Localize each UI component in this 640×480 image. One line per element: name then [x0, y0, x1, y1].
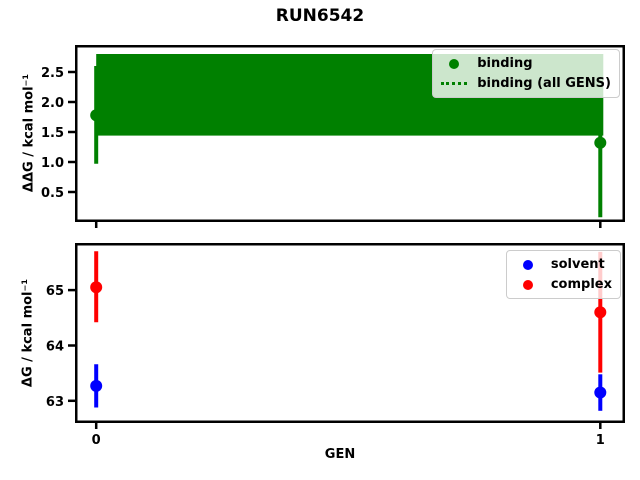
solvent-point-gen1	[594, 386, 607, 399]
free-energy-legend: solvent complex	[505, 250, 621, 299]
legend-dot-icon	[449, 58, 460, 69]
complex-marker-icon	[513, 279, 543, 290]
legend-item-solvent: solvent	[513, 257, 612, 272]
solvent-marker-icon	[513, 259, 543, 270]
legend-dot-icon	[522, 279, 533, 290]
figure-title: RUN6542	[275, 6, 365, 26]
binding-y-axis-label: ΔΔG / kcal mol⁻¹	[21, 73, 37, 193]
binding-marker-icon	[439, 58, 469, 69]
y-tick-label: 65	[46, 284, 64, 299]
legend-item-complex: complex	[513, 277, 612, 292]
free-energy-y-axis-label: ΔG / kcal mol⁻¹	[20, 278, 36, 388]
free-energy-plot-area: 63 64 65 0 1	[46, 243, 625, 448]
legend-label-complex: complex	[550, 277, 612, 292]
y-tick-label: 0.5	[41, 186, 64, 201]
complex-point-gen0	[90, 281, 103, 294]
x-tick-label: 0	[92, 433, 101, 448]
solvent-point-gen0	[90, 379, 103, 392]
legend-label-binding-all-gens: binding (all GENS)	[477, 76, 611, 91]
y-tick-label: 63	[46, 395, 64, 410]
y-tick-label: 2.5	[41, 66, 64, 81]
binding-subplot: 0.5 1.0 1.5 2.0 2.5 binding binding (all GEN…	[41, 45, 625, 228]
y-tick-label: 1.5	[41, 126, 64, 141]
legend-label-binding: binding	[477, 56, 533, 71]
free-energy-subplot: 63 64 65 0 1 solvent complex	[46, 243, 625, 448]
y-tick-label: 2.0	[41, 96, 64, 111]
y-tick-label: 64	[46, 340, 64, 355]
legend-label-solvent: solvent	[550, 257, 605, 272]
legend-item-binding: binding	[439, 56, 611, 71]
axes-frame	[75, 45, 625, 222]
x-axis-label: GEN	[324, 447, 356, 462]
legend-dot-icon	[522, 259, 533, 270]
complex-point-gen1	[594, 306, 607, 319]
axes-frame	[75, 243, 625, 423]
legend-item-binding-all-gens: binding (all GENS)	[439, 76, 611, 91]
x-tick-label: 1	[596, 433, 605, 448]
binding-point-gen0	[90, 109, 103, 122]
y-tick-label: 1.0	[41, 156, 64, 171]
binding-point-gen1	[594, 136, 607, 149]
dotted-line-icon	[439, 82, 469, 85]
legend-dash-icon	[441, 82, 468, 85]
binding-legend: binding binding (all GENS)	[432, 49, 620, 98]
